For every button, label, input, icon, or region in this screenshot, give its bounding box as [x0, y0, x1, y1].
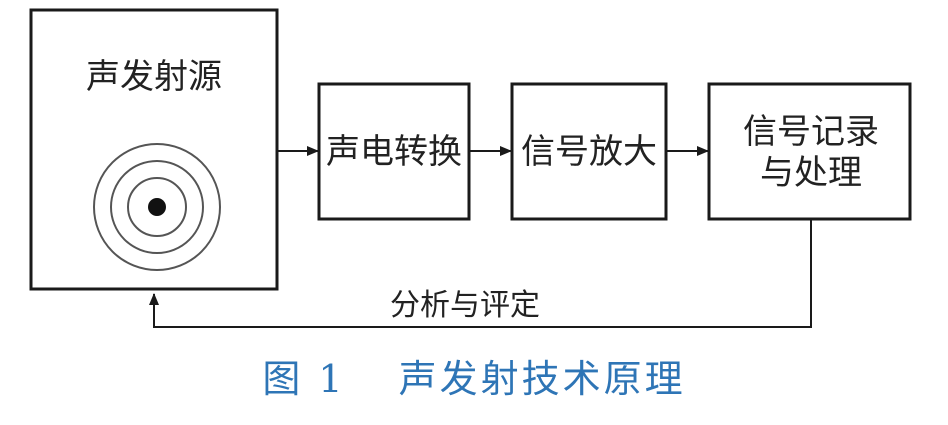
- feedback-arrow: [149, 219, 812, 328]
- stage-label-amplify: 信号放大: [521, 132, 657, 172]
- figure-title: 声发射技术原理: [399, 357, 686, 401]
- stage-label-record-line2: 与处理: [760, 153, 862, 193]
- stage-label-conversion: 声电转换: [326, 132, 462, 172]
- stage-box-record: 信号记录 与处理: [707, 82, 912, 221]
- stage-box-amplify: 信号放大: [510, 82, 668, 221]
- source-box: 声发射源: [29, 8, 279, 291]
- feedback-label: 分析与评定: [390, 288, 540, 323]
- stage-label-record-line1: 信号记录: [743, 112, 879, 152]
- stage-box-conversion: 声电转换: [317, 82, 471, 221]
- figure-caption: 图 1 声发射技术原理: [262, 357, 685, 401]
- figure-number: 图 1: [262, 357, 345, 401]
- source-box-label: 声发射源: [86, 57, 222, 97]
- emission-source-icon: [93, 143, 221, 271]
